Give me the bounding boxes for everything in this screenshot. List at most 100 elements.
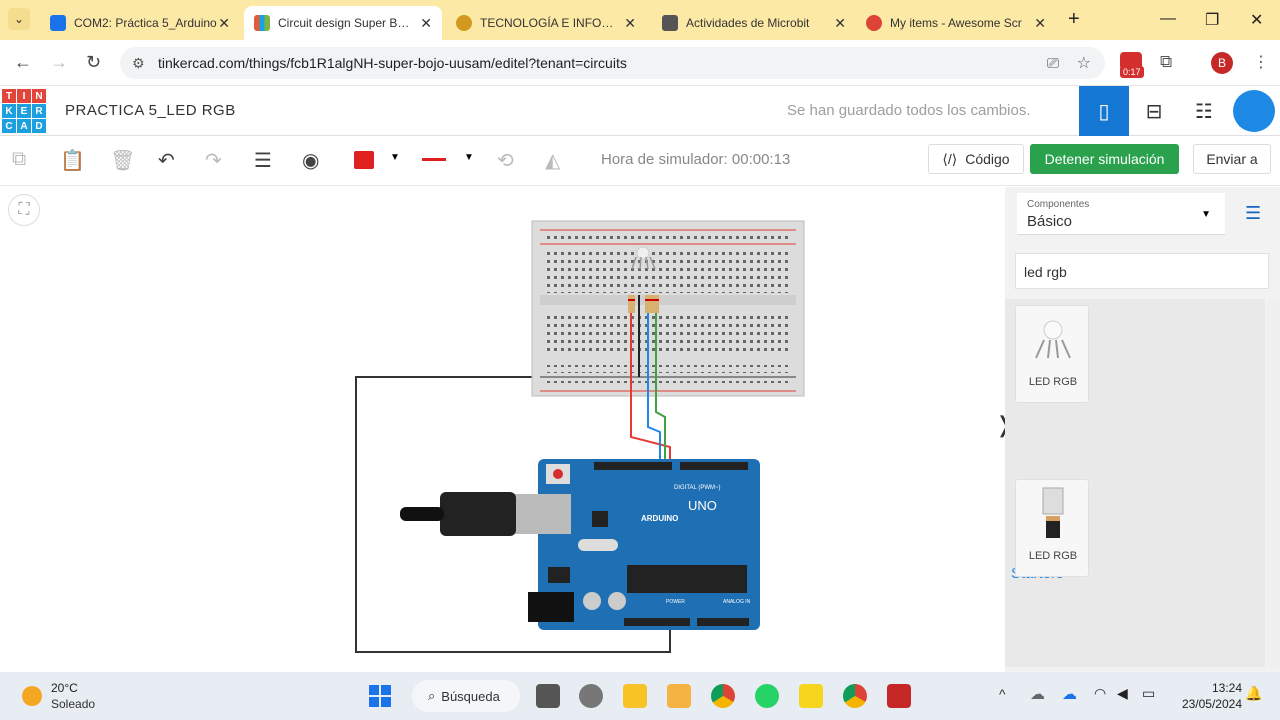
profile-avatar[interactable]: B: [1211, 52, 1233, 74]
starter-card-led-rgb[interactable]: LED RGB: [1015, 479, 1089, 577]
close-tab-icon[interactable]: ✕: [624, 14, 636, 31]
flip-icon[interactable]: ◭: [545, 150, 561, 172]
component-card-led-rgb[interactable]: LED RGB: [1015, 305, 1089, 403]
settings-icon[interactable]: [579, 684, 603, 708]
browser-toolbar: ← → ↻ ⚙ tinkercad.com/things/fcb1R1algNH…: [0, 40, 1280, 86]
clock-date: 23/05/2024: [1181, 697, 1242, 711]
tools-favicon-icon: [662, 15, 678, 31]
fit-view-button[interactable]: ⛶: [8, 194, 40, 226]
circuit-canvas[interactable]: ⛶: [0, 187, 1013, 672]
fill-color-picker[interactable]: ▼: [354, 150, 402, 170]
code-icon: ⟨/⟩: [942, 150, 958, 167]
reload-icon[interactable]: ↻: [86, 52, 102, 72]
tinkercad-logo[interactable]: T I N K E R C A D: [2, 89, 46, 133]
taskbar-search[interactable]: ⌕ Búsqueda: [412, 680, 520, 712]
paste-icon[interactable]: 📋: [60, 150, 85, 172]
weather-widget[interactable]: 20°C Soleado: [20, 680, 120, 712]
close-tab-icon[interactable]: ✕: [218, 14, 230, 31]
tab-title: TECNOLOGÍA E INFORMA: [480, 16, 620, 30]
visibility-icon[interactable]: ◉: [302, 150, 320, 172]
component-search-input[interactable]: led rgb: [1015, 253, 1269, 289]
address-bar[interactable]: ⚙ tinkercad.com/things/fcb1R1algNH-super…: [120, 47, 1105, 79]
search-icon: ⌕: [428, 688, 436, 703]
logo-letter: C: [2, 119, 16, 133]
chevron-down-icon: ▼: [1201, 209, 1211, 220]
uno-text: UNO: [688, 498, 717, 513]
recording-extension-icon[interactable]: [1120, 52, 1142, 70]
component-card-label: LED RGB: [1028, 376, 1078, 388]
new-tab-button[interactable]: +: [1068, 8, 1080, 30]
logo-letter: E: [17, 104, 31, 118]
cloud-icon[interactable]: ☁: [1030, 686, 1045, 703]
save-status: Se han guardado todos los cambios.: [787, 102, 1031, 119]
circuit-view-button[interactable]: ▯: [1079, 86, 1129, 136]
undo-icon[interactable]: ↶: [158, 150, 175, 172]
tab-search-button[interactable]: ⌄: [8, 8, 30, 30]
red-wire: [630, 313, 671, 462]
simulator-time: Hora de simulador: 00:00:13: [601, 151, 791, 168]
search-results: LED RGB Starters LED RGB: [1005, 299, 1265, 667]
snipping-tool-icon[interactable]: [887, 684, 911, 708]
start-button[interactable]: [369, 685, 391, 707]
wifi-icon[interactable]: ◠: [1094, 685, 1107, 701]
close-tab-icon[interactable]: ✕: [1034, 14, 1046, 31]
schematic-view-button[interactable]: ⊟: [1129, 86, 1179, 136]
rotate-icon[interactable]: ⟲: [497, 150, 514, 172]
code-button[interactable]: ⟨/⟩ Código: [928, 144, 1024, 174]
browser-tab-circuit-design[interactable]: Circuit design Super Bojo ✕: [244, 6, 442, 40]
redo-icon[interactable]: ↷: [205, 150, 222, 172]
chrome-profile-icon[interactable]: [843, 684, 867, 708]
file-explorer-icon[interactable]: [623, 684, 647, 708]
browser-tab-com2[interactable]: COM2: Práctica 5_Arduino ✕: [40, 6, 240, 40]
task-view-icon[interactable]: [536, 684, 560, 708]
chrome-icon[interactable]: [711, 684, 735, 708]
close-window-button[interactable]: ✕: [1250, 12, 1264, 29]
onedrive-icon[interactable]: ☁: [1062, 686, 1077, 703]
forward-icon[interactable]: →: [50, 52, 68, 72]
list-view-icon[interactable]: ☰: [1245, 203, 1262, 223]
clock[interactable]: 13:24 23/05/2024: [1172, 680, 1242, 712]
whatsapp-icon[interactable]: [755, 684, 779, 708]
extensions-puzzle-icon[interactable]: ⧉: [1160, 52, 1173, 71]
site-info-icon[interactable]: ⚙: [132, 54, 145, 71]
browser-tab-tecnologia[interactable]: TECNOLOGÍA E INFORMA ✕: [446, 6, 646, 40]
starter-card-label: LED RGB: [1028, 550, 1078, 562]
green-wire: [655, 313, 666, 462]
tab-favicon-icon: [50, 15, 66, 31]
component-list-button[interactable]: ☷: [1179, 86, 1229, 136]
components-value: Básico: [1027, 213, 1073, 230]
copy-icon[interactable]: ⧉: [12, 148, 27, 170]
minimize-button[interactable]: —: [1160, 10, 1176, 27]
restore-button[interactable]: ❐: [1205, 12, 1220, 29]
logo-letter: K: [2, 104, 16, 118]
volume-icon[interactable]: ◀: [1117, 685, 1128, 701]
notifications-icon[interactable]: 🔔: [1245, 685, 1263, 701]
sticky-notes-icon[interactable]: [799, 684, 823, 708]
project-title[interactable]: PRACTICA 5_LED RGB: [65, 102, 236, 119]
stop-simulation-button[interactable]: Detener simulación: [1030, 144, 1179, 174]
chevron-up-icon[interactable]: ^: [999, 686, 1006, 702]
panel-scrollbar[interactable]: [1267, 299, 1280, 667]
send-to-button[interactable]: Enviar a: [1193, 144, 1271, 174]
components-panel: Componentes Básico ▼ ☰ led rgb LED RGB S…: [1005, 187, 1280, 672]
close-tab-icon[interactable]: ✕: [834, 14, 846, 31]
browser-tab-my-items[interactable]: My items - Awesome Scr ✕: [856, 6, 1056, 40]
tab-title: Circuit design Super Bojo: [278, 16, 413, 30]
wire-color-picker[interactable]: ▼: [422, 150, 474, 170]
battery-icon[interactable]: ▭: [1142, 685, 1156, 701]
circuit-drawing: ARDUINO UNO DIGITAL (PWM~) POWER ANALOG …: [355, 220, 805, 653]
delete-icon[interactable]: 🗑: [110, 150, 136, 172]
app-icon[interactable]: [667, 684, 691, 708]
close-tab-icon[interactable]: ✕: [420, 14, 432, 31]
user-avatar[interactable]: [1233, 90, 1275, 132]
browser-menu-icon[interactable]: ⋮: [1253, 54, 1269, 71]
windows-logo-icon: [369, 685, 379, 695]
back-icon[interactable]: ←: [14, 52, 32, 72]
components-dropdown[interactable]: Componentes Básico ▼: [1017, 193, 1225, 235]
logo-letter: I: [17, 89, 31, 103]
breadboard: [531, 220, 805, 397]
notes-icon[interactable]: ☰: [254, 150, 272, 172]
browser-tab-microbit[interactable]: Actividades de Microbit ✕: [652, 6, 856, 40]
bookmark-star-icon[interactable]: ☆: [1076, 55, 1091, 72]
install-app-icon[interactable]: ⎚: [1046, 54, 1059, 72]
